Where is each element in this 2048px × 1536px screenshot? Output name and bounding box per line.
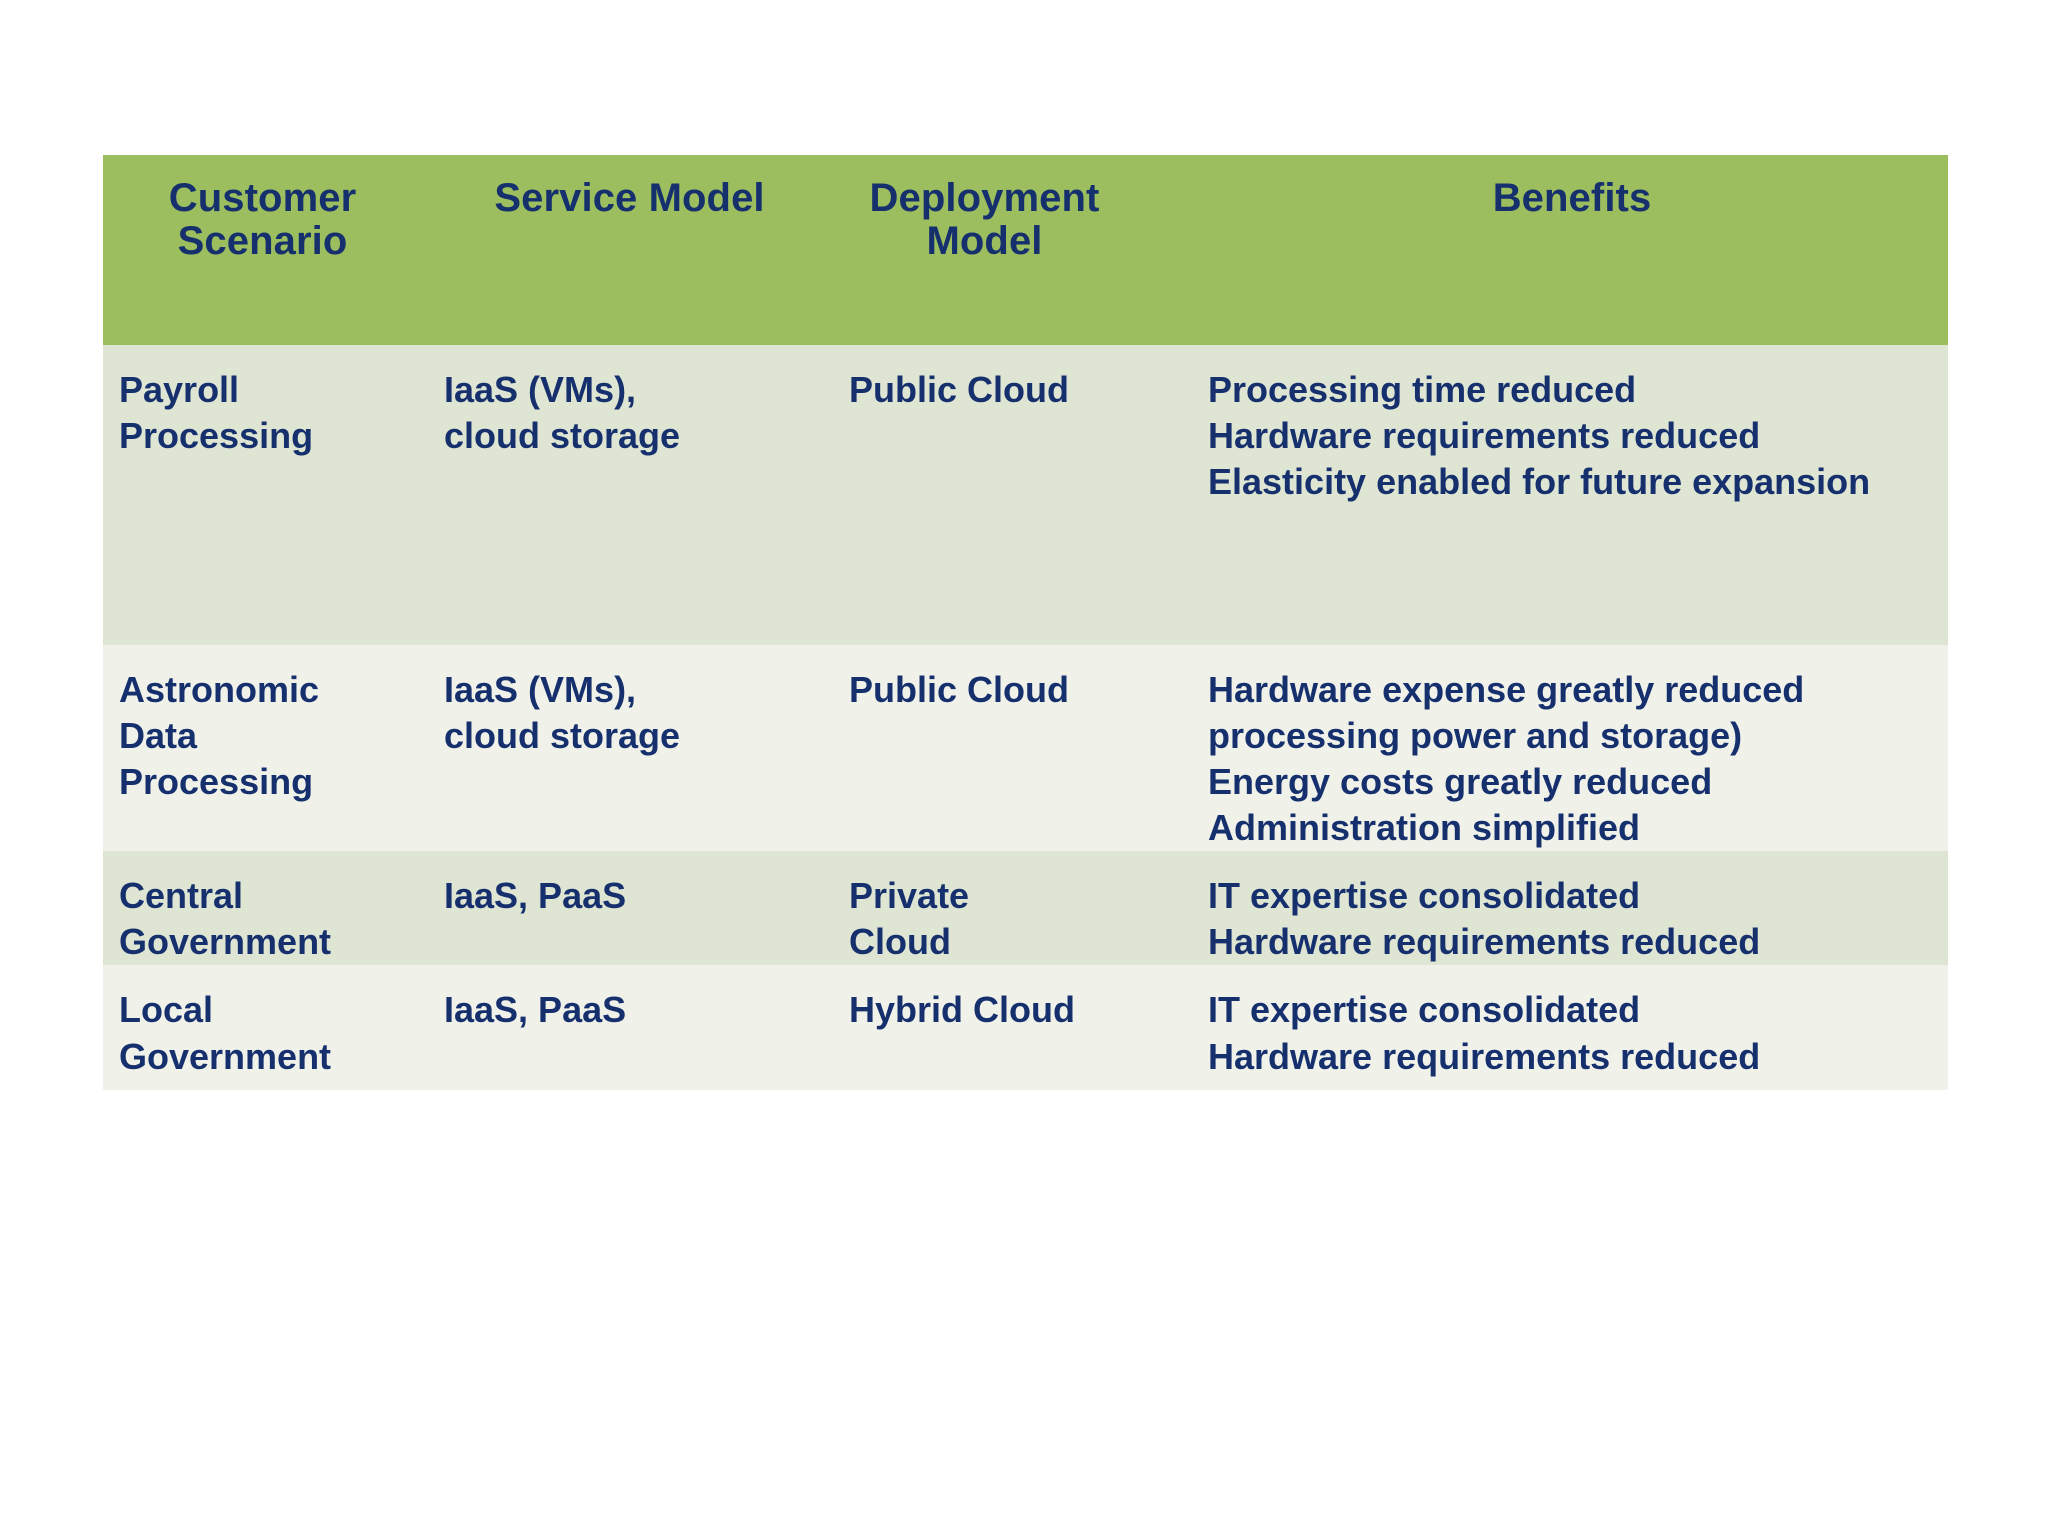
cell-customer-scenario: Payroll Processing xyxy=(103,345,428,645)
column-header-deployment-model: Deployment Model xyxy=(833,155,1198,345)
cell-benefits: IT expertise consolidated Hardware requi… xyxy=(1198,965,1948,1090)
cell-deployment-model-text: Public Cloud xyxy=(849,369,1069,410)
table-header: Customer Scenario Service Model Deployme… xyxy=(103,155,1948,345)
cell-customer-scenario-text: Central Government xyxy=(119,875,332,963)
table-row: Local Government IaaS, PaaS Hybrid Cloud… xyxy=(103,965,1948,1091)
cell-service-model-text: IaaS (VMs), cloud storage xyxy=(444,369,681,457)
cell-benefits: Hardware expense greatly reduced process… xyxy=(1198,645,1948,851)
cell-deployment-model-text: Private Cloud xyxy=(849,875,970,963)
cell-customer-scenario: Local Government xyxy=(103,965,428,1090)
cell-deployment-model: Public Cloud xyxy=(833,345,1198,645)
cell-benefits-text: IT expertise consolidated Hardware requi… xyxy=(1208,989,1761,1077)
column-header-service-model: Service Model xyxy=(428,155,833,345)
cloud-scenarios-table: Customer Scenario Service Model Deployme… xyxy=(103,155,1948,1091)
cell-benefits: IT expertise consolidated Hardware requi… xyxy=(1198,851,1948,965)
cell-customer-scenario: Astronomic Data Processing xyxy=(103,645,428,851)
cell-customer-scenario-text: Payroll Processing xyxy=(119,369,314,457)
cell-customer-scenario: Central Government xyxy=(103,851,428,965)
table-row: Payroll Processing IaaS (VMs), cloud sto… xyxy=(103,345,1948,645)
cell-service-model: IaaS (VMs), cloud storage xyxy=(428,345,833,645)
table-row: Astronomic Data Processing IaaS (VMs), c… xyxy=(103,645,1948,852)
cell-service-model: IaaS (VMs), cloud storage xyxy=(428,645,833,851)
cell-deployment-model: Public Cloud xyxy=(833,645,1198,851)
cell-benefits: Processing time reduced Hardware require… xyxy=(1198,345,1948,645)
table-body: Payroll Processing IaaS (VMs), cloud sto… xyxy=(103,345,1948,1091)
column-header-benefits-label: Benefits xyxy=(1492,176,1652,220)
cell-benefits-text: IT expertise consolidated Hardware requi… xyxy=(1208,875,1761,963)
cell-service-model: IaaS, PaaS xyxy=(428,965,833,1090)
cell-customer-scenario-text: Astronomic Data Processing xyxy=(119,669,320,803)
column-header-deployment-model-label: Deployment Model xyxy=(869,176,1100,264)
cell-service-model-text: IaaS (VMs), cloud storage xyxy=(444,669,681,757)
cell-customer-scenario-text: Local Government xyxy=(119,989,332,1077)
cell-deployment-model-text: Public Cloud xyxy=(849,669,1069,710)
cell-benefits-text: Processing time reduced Hardware require… xyxy=(1208,369,1871,503)
cell-deployment-model-text: Hybrid Cloud xyxy=(849,989,1075,1031)
table-header-row: Customer Scenario Service Model Deployme… xyxy=(103,155,1948,345)
column-header-customer-scenario-label: Customer Scenario xyxy=(168,176,357,264)
column-header-benefits: Benefits xyxy=(1198,155,1948,345)
table-row: Central Government IaaS, PaaS Private Cl… xyxy=(103,851,1948,966)
column-header-service-model-label: Service Model xyxy=(494,176,765,220)
cell-deployment-model: Hybrid Cloud xyxy=(833,965,1198,1090)
cell-service-model-text: IaaS, PaaS xyxy=(444,989,627,1031)
cell-deployment-model: Private Cloud xyxy=(833,851,1198,965)
cell-benefits-text: Hardware expense greatly reduced process… xyxy=(1208,669,1805,849)
cell-service-model-text: IaaS, PaaS xyxy=(444,875,627,917)
column-header-customer-scenario: Customer Scenario xyxy=(103,155,428,345)
cell-service-model: IaaS, PaaS xyxy=(428,851,833,965)
